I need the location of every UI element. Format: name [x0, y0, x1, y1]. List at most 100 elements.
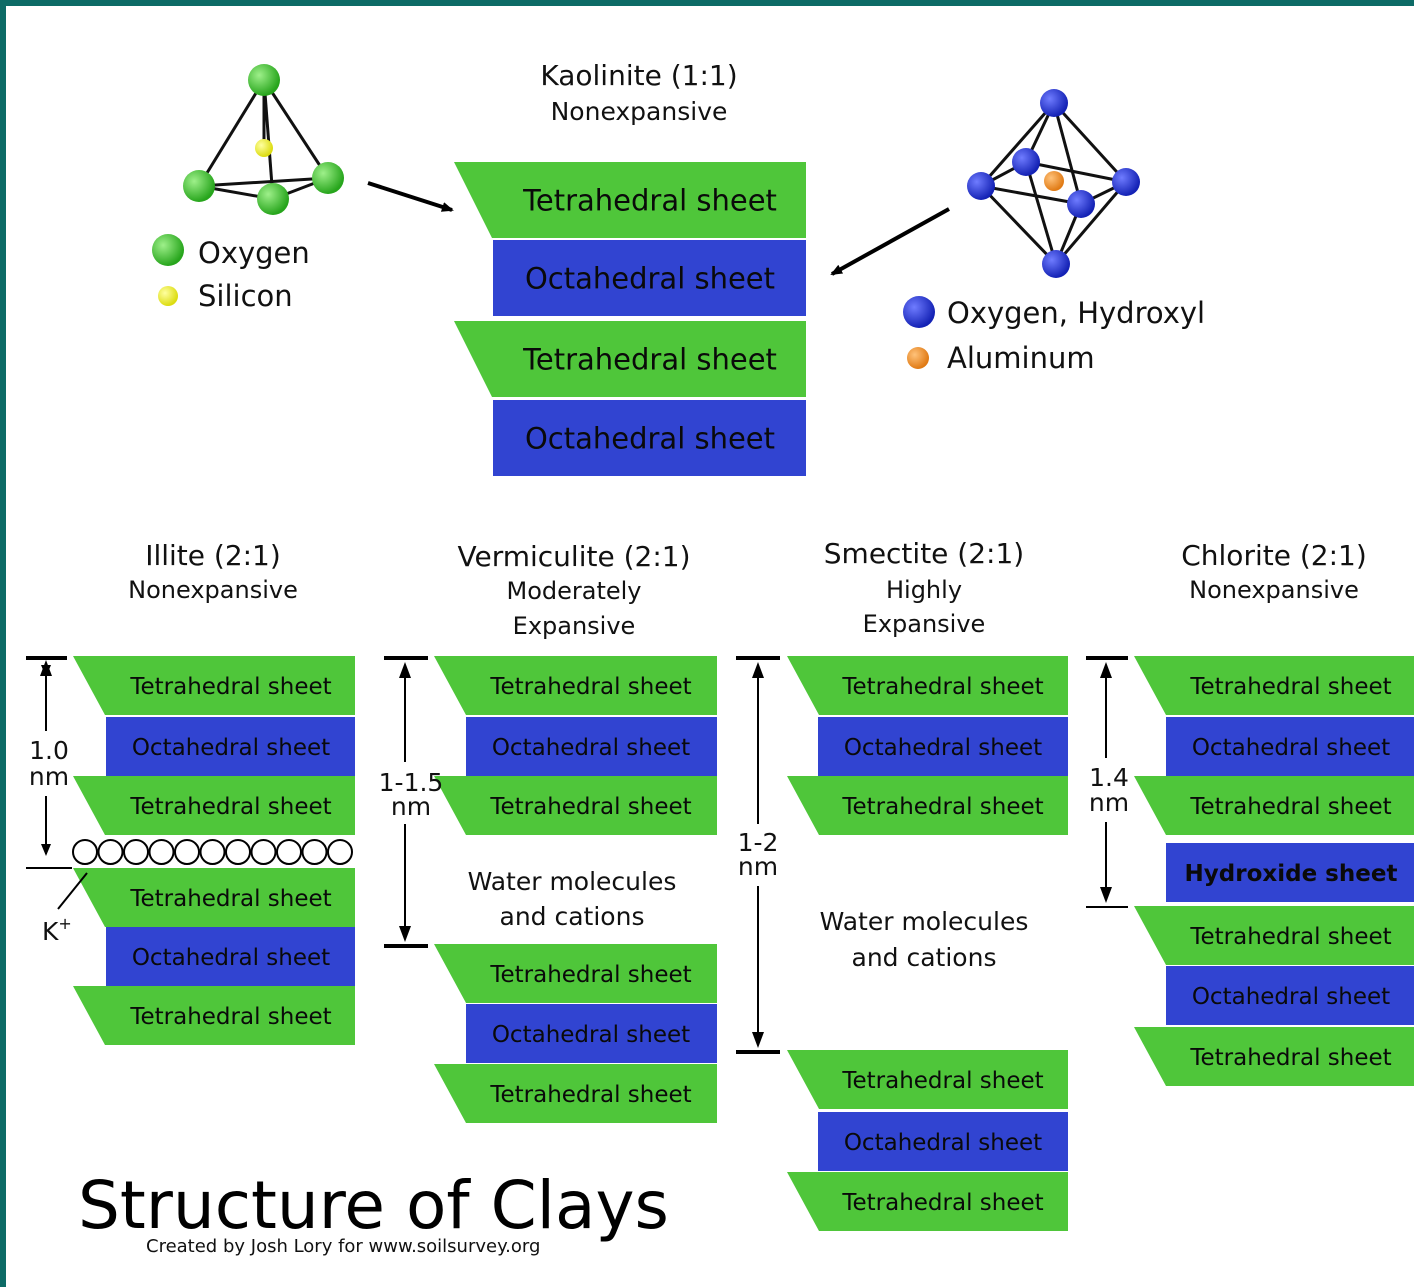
chlorite-octahedral-sheet-2	[1166, 717, 1414, 776]
smectite-octahedral-sheet-5	[818, 1112, 1068, 1171]
chlorite-tetrahedral-sheet-5	[1134, 906, 1414, 965]
illite-spacing-marker: 1.0 nm	[26, 656, 72, 869]
yellow-sphere-icon	[158, 286, 178, 306]
chlorite-tetrahedral-sheet-1	[1134, 656, 1414, 715]
smectite-tetrahedral-sheet-6-label: Tetrahedral sheet	[841, 1190, 1043, 1216]
octahedron-icon	[967, 89, 1140, 278]
oxygen-hydroxyl-atom	[1042, 250, 1070, 278]
illite-tetrahedral-sheet-3-label: Tetrahedral sheet	[129, 794, 331, 820]
aluminum-atom	[1044, 171, 1064, 191]
blue-sphere-icon	[903, 296, 935, 328]
vermiculite-tetrahedral-sheet-1	[434, 656, 717, 715]
chlorite-octahedral-sheet-6	[1166, 966, 1414, 1025]
potassium-ion	[123, 839, 149, 865]
potassium-ion	[72, 839, 98, 865]
illite-tetrahedral-sheet-3	[73, 776, 355, 835]
kaolinite-tetrahedral-sheet-3-label: Tetrahedral sheet	[522, 342, 777, 376]
illite-tetrahedral-sheet-6-label: Tetrahedral sheet	[129, 1004, 331, 1030]
vermiculite-tetrahedral-sheet-4-label: Tetrahedral sheet	[489, 962, 691, 988]
chlorite-octahedral-sheet-2-label: Octahedral sheet	[1192, 735, 1390, 761]
smectite-octahedral-sheet-2	[818, 717, 1068, 776]
vermiculite-tetrahedral-sheet-3-label: Tetrahedral sheet	[489, 794, 691, 820]
illite-title: Illite (2:1)	[145, 539, 281, 572]
potassium-ion	[174, 839, 200, 865]
potassium-ion	[148, 839, 175, 865]
illite-spacing-value: 1.0	[29, 736, 69, 765]
diagram-frame: Oxygen Silicon Oxygen,	[6, 6, 1414, 1287]
illite-tetrahedral-sheet-4	[73, 868, 355, 927]
vermiculite-tetrahedral-sheet-3	[434, 776, 717, 835]
illite-tetrahedral-sheet-1-label: Tetrahedral sheet	[129, 674, 331, 700]
illite-potassium-layer: K+	[42, 839, 353, 946]
vermiculite-tetrahedral-sheet-4	[434, 944, 717, 1003]
smectite-interlayer-line1: Water molecules	[820, 907, 1029, 936]
smectite-tetrahedral-sheet-1	[787, 656, 1068, 715]
smectite-tetrahedral-sheet-3-label: Tetrahedral sheet	[841, 794, 1043, 820]
kaolinite-tetrahedral-sheet-1-label: Tetrahedral sheet	[522, 183, 777, 217]
potassium-ion	[276, 839, 302, 865]
illite-octahedral-sheet-2-label: Octahedral sheet	[132, 735, 330, 761]
vermiculite-tetrahedral-sheet-6-label: Tetrahedral sheet	[489, 1082, 691, 1108]
smectite-spacing-value: 1-2	[738, 828, 779, 857]
oxygen-atom	[183, 170, 215, 202]
kaolinite-octahedral-sheet-4-label: Octahedral sheet	[525, 421, 775, 455]
potassium-ion	[301, 839, 328, 865]
vermiculite-type-line2: Expansive	[513, 612, 636, 640]
smectite-interlayer-line2: and cations	[852, 943, 997, 972]
smectite-tetrahedral-sheet-1-label: Tetrahedral sheet	[841, 674, 1043, 700]
chlorite-tetrahedral-sheet-7	[1134, 1027, 1414, 1086]
oxygen-atom	[248, 64, 280, 96]
oxygen-hydroxyl-atom	[1067, 190, 1095, 218]
potassium-ion	[97, 839, 124, 865]
smectite-spacing-marker: 1-2 nm	[736, 656, 780, 1054]
smectite-tetrahedral-sheet-3	[787, 776, 1068, 835]
illite-tetrahedral-sheet-6	[73, 986, 355, 1045]
legend-label-aluminum: Aluminum	[947, 341, 1095, 375]
smectite-spacing-unit: nm	[738, 852, 778, 881]
legend-label-oxygen: Oxygen	[198, 236, 310, 270]
kaolinite-tetrahedral-sheet-1	[454, 162, 806, 238]
chlorite-hydroxide-sheet-4	[1166, 843, 1414, 902]
diagram-title: Structure of Clays	[78, 1167, 669, 1244]
potassium-ion	[199, 839, 226, 865]
vermiculite-type-line1: Moderately	[506, 577, 641, 605]
vermiculite-octahedral-sheet-2	[466, 717, 717, 776]
illite-tetrahedral-sheet-1	[73, 656, 355, 715]
vermiculite-octahedral-sheet-2-label: Octahedral sheet	[492, 735, 690, 761]
chlorite-octahedral-sheet-6-label: Octahedral sheet	[1192, 984, 1390, 1010]
vermiculite-spacing-unit: nm	[391, 792, 431, 821]
kaolinite-octahedral-sheet-2	[493, 240, 806, 316]
chlorite-spacing-unit: nm	[1089, 788, 1129, 817]
silicon-atom	[255, 139, 273, 157]
oxygen-hydroxyl-atom	[967, 172, 995, 200]
chlorite-tetrahedral-sheet-3-label: Tetrahedral sheet	[1189, 794, 1391, 820]
vermiculite-octahedral-sheet-5-label: Octahedral sheet	[492, 1022, 690, 1048]
smectite-tetrahedral-sheet-6	[787, 1172, 1068, 1231]
vermiculite-tetrahedral-sheet-6	[434, 1064, 717, 1123]
chlorite-hydroxide-sheet-4-label: Hydroxide sheet	[1185, 861, 1398, 887]
vermiculite-octahedral-sheet-5	[466, 1004, 717, 1063]
arrow-to-tetrahedral	[367, 181, 454, 212]
potassium-ion	[327, 839, 353, 865]
illite-tetrahedral-sheet-4-label: Tetrahedral sheet	[129, 886, 331, 912]
potassium-ion	[250, 839, 277, 865]
illite-octahedral-sheet-5	[106, 927, 355, 986]
kaolinite-type: Nonexpansive	[551, 97, 728, 126]
vermiculite-title: Vermiculite (2:1)	[458, 540, 691, 573]
diagram-credit: Created by Josh Lory for www.soilsurvey.…	[146, 1236, 540, 1257]
illite-octahedral-sheet-2	[106, 717, 355, 776]
legend-label-oxygen-hydroxyl: Oxygen, Hydroxyl	[947, 296, 1205, 330]
kaolinite-tetrahedral-sheet-3	[454, 321, 806, 397]
octahedron-legend: Oxygen, Hydroxyl Aluminum	[903, 296, 1205, 375]
illite-spacing-unit: nm	[29, 762, 69, 791]
vermiculite-interlayer-line1: Water molecules	[468, 867, 677, 896]
clay-structure-diagram: Oxygen Silicon Oxygen,	[26, 59, 1414, 1257]
oxygen-hydroxyl-atom	[1012, 148, 1040, 176]
smectite-type-line1: Highly	[886, 576, 962, 604]
vermiculite-spacing-marker: 1-1.5 nm	[379, 656, 443, 948]
smectite-type-line2: Expansive	[863, 610, 986, 638]
oxygen-hydroxyl-atom	[1040, 89, 1068, 117]
tetrahedron-icon	[183, 64, 344, 215]
